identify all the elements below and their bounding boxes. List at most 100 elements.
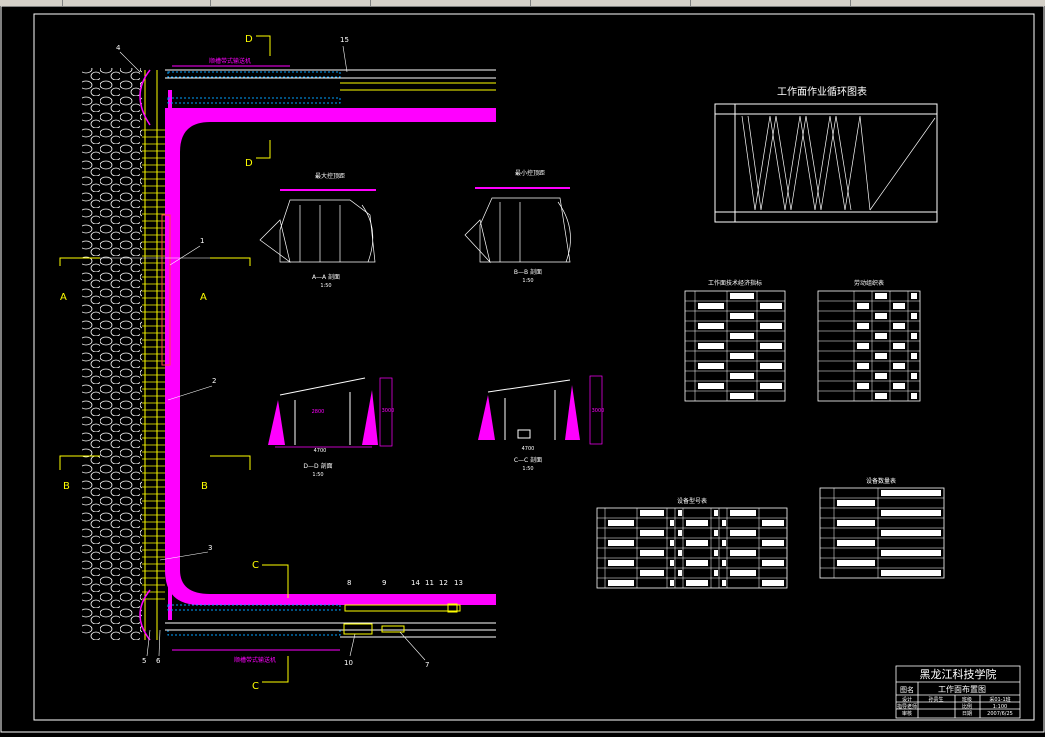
section-cc-height: 3000 (592, 408, 605, 414)
device-table-cell-fill (837, 520, 875, 526)
labor-table-cell-fill (875, 393, 887, 399)
callout-7: 7 (425, 661, 429, 669)
drawing-svg: 顺槽带式输送机 顺槽带式输送机 A A B B D D C C 1 2 3 (0, 5, 1045, 733)
toolbar-segment (62, 0, 211, 6)
tech-table-cell-fill (698, 363, 724, 369)
equip-table-cell-fill (608, 580, 634, 586)
section-dd-inner-dim: 2800 (312, 409, 325, 415)
section-dd-height: 3000 (382, 408, 395, 414)
toolbar-segment (370, 0, 531, 6)
equip-table-cell-fill (678, 510, 682, 516)
section-cc (478, 375, 603, 445)
callout-3: 3 (208, 544, 212, 552)
labor-table-title: 劳动组织表 (854, 279, 884, 287)
callout-8: 8 (347, 579, 351, 587)
section-bb-title: 最小控顶距 (515, 169, 545, 177)
equip-table-cell-fill (686, 540, 708, 546)
label-b-right: B (201, 481, 208, 492)
cycle-chart-title: 工作面作业循环图表 (777, 85, 867, 98)
device-table-title: 设备数量表 (866, 477, 896, 485)
callout-6: 6 (156, 657, 161, 665)
device-table-cell-fill (881, 550, 941, 556)
equip-table-cell-fill (762, 540, 784, 546)
labor-table-cell-fill (911, 333, 917, 339)
labor-table-cell-fill (857, 383, 869, 389)
section-aa-scale: 1:50 (320, 283, 331, 289)
border-frame (0, 5, 1045, 733)
device-table-cell-fill (837, 500, 875, 506)
equip-table-cell-fill (686, 580, 708, 586)
tech-table (684, 290, 786, 402)
tech-table-cell-fill (730, 393, 754, 399)
equip-table-cell-fill (722, 560, 726, 566)
equip-table-cell-fill (762, 520, 784, 526)
labor-table-cell-fill (893, 323, 905, 329)
equip-table-cell-fill (608, 540, 634, 546)
labor-table-cell-fill (875, 373, 887, 379)
labor-table-cell-fill (893, 303, 905, 309)
section-aa-caption: A—A 剖面 (312, 273, 340, 281)
callout-14: 14 (411, 579, 420, 587)
equip-table-cell-fill (730, 530, 756, 536)
label-a-left: A (60, 292, 67, 303)
tech-table-frame (684, 290, 786, 402)
tech-table-cell-fill (760, 383, 782, 389)
tech-table-cell-fill (760, 343, 782, 349)
tech-table-title: 工作面技术经济指标 (708, 279, 762, 287)
callout-numbers: 1 2 3 4 5 6 7 8 9 10 11 12 13 14 15 (116, 36, 463, 669)
equip-table-cell-fill (714, 510, 718, 516)
equip-table (596, 507, 788, 589)
cycle-chart (714, 103, 938, 223)
drawing-name: 工作面布置图 (938, 684, 986, 694)
device-table-cell-fill (881, 510, 941, 516)
title-block-name-label: 图名 (900, 685, 914, 694)
school-name: 黑龙江科技学院 (920, 667, 997, 681)
support-ticks (142, 129, 165, 600)
section-aa-title: 最大控顶距 (315, 172, 345, 180)
label-a-right: A (200, 292, 207, 303)
equip-table-cell-fill (640, 530, 664, 536)
equip-table-cell-fill (762, 560, 784, 566)
belt-bottom-label: 顺槽带式输送机 (234, 656, 276, 664)
tech-table-cell-fill (760, 303, 782, 309)
labor-table-cell-fill (893, 383, 905, 389)
cad-drawing-canvas[interactable]: 顺槽带式输送机 顺槽带式输送机 A A B B D D C C 1 2 3 (0, 5, 1045, 733)
equip-table-cell-fill (730, 570, 756, 576)
labor-table-frame (817, 290, 921, 402)
equip-table-cell-fill (722, 580, 726, 586)
equip-table-cell-fill (670, 520, 674, 526)
tech-table-cell-fill (730, 373, 754, 379)
date-value: 2007/6/25 (987, 711, 1013, 717)
labor-table-cell-fill (857, 303, 869, 309)
equip-table-cell-fill (670, 560, 674, 566)
tech-table-cell-fill (698, 343, 724, 349)
gateway-top (165, 65, 496, 104)
labor-table-cell-fill (857, 323, 869, 329)
toolbar-segment (530, 0, 691, 6)
class-value: 采01-1班 (989, 696, 1010, 703)
section-cc-scale: 1:50 (522, 466, 533, 472)
corner-arc-bottom (139, 589, 151, 641)
class-label: 班级 (962, 696, 972, 703)
equip-table-cell-fill (608, 560, 634, 566)
labor-table-cell-fill (893, 343, 905, 349)
callout-4: 4 (116, 44, 121, 52)
callout-11: 11 (425, 579, 434, 587)
device-table-frame (819, 487, 945, 579)
title-block (895, 665, 1021, 719)
device-table (819, 487, 945, 579)
section-aa (259, 189, 376, 263)
section-cc-caption: C—C 剖面 (514, 456, 542, 464)
labor-table-cell-fill (911, 293, 917, 299)
labor-table-cell-fill (893, 363, 905, 369)
callout-5: 5 (142, 657, 146, 665)
review-label: 审核 (902, 710, 912, 717)
labor-table-cell-fill (875, 333, 887, 339)
callout-15: 15 (340, 36, 349, 44)
callout-13: 13 (454, 579, 463, 587)
section-bb-caption: B—B 剖面 (514, 268, 542, 276)
equip-table-cell-fill (670, 540, 674, 546)
ratio-label: 比例 (962, 703, 972, 710)
section-dd (268, 377, 393, 448)
section-bb-scale: 1:50 (522, 278, 533, 284)
